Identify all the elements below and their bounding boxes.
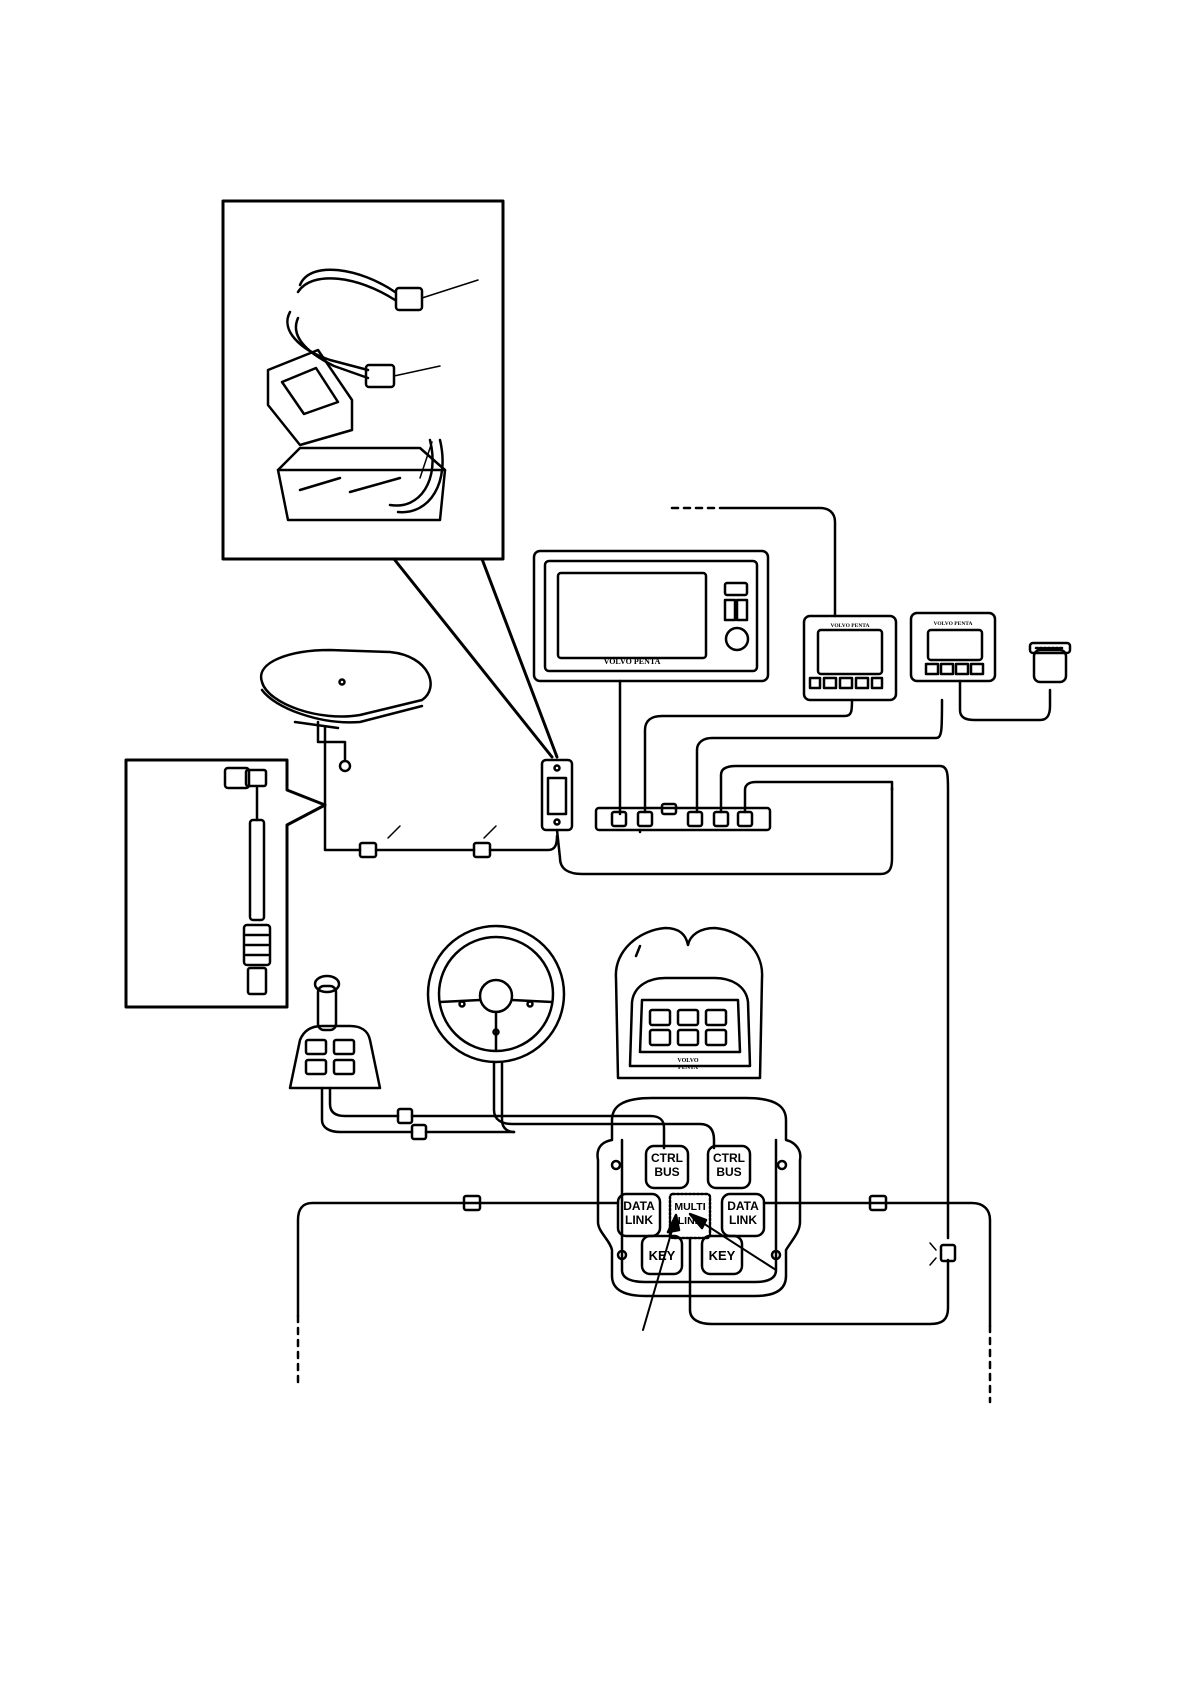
gauge-b-brand: VOLVO PENTA: [933, 621, 972, 627]
port-data-link-right-line1: DATA: [727, 1199, 759, 1213]
control-panel-brand-line2: PENTA: [678, 1065, 699, 1071]
port-key-left: KEY: [649, 1248, 676, 1263]
port-multi-link-line1: MULTI: [674, 1201, 705, 1213]
port-data-link-right-line2: LINK: [729, 1213, 757, 1227]
gauge-a-brand: VOLVO PENTA: [830, 623, 869, 629]
sensor: [1030, 643, 1070, 682]
splitter-box: [542, 760, 892, 874]
port-ctrl-bus-left-line2: BUS: [654, 1165, 679, 1179]
control-module: [298, 1098, 990, 1402]
port-ctrl-bus-right-line1: CTRL: [713, 1151, 745, 1165]
port-data-link-left-line2: LINK: [625, 1213, 653, 1227]
control-panel: [616, 928, 762, 1078]
port-key-right: KEY: [709, 1248, 736, 1263]
gps-antenna: [261, 650, 557, 857]
main-display: [534, 551, 768, 814]
port-data-link-left-line1: DATA: [623, 1199, 655, 1213]
joystick: [290, 976, 664, 1148]
gauge-b: [911, 613, 1050, 720]
port-multi-link-line2: LINK: [678, 1215, 703, 1227]
detail-inset-module: [223, 201, 557, 757]
detail-inset-adapter-cable: [126, 760, 325, 1007]
control-panel-brand-line1: VOLVO: [677, 1058, 699, 1064]
main-display-brand: VOLVO PENTA: [604, 657, 661, 666]
port-ctrl-bus-right-line2: BUS: [716, 1165, 741, 1179]
network-hub: [596, 700, 948, 1238]
port-ctrl-bus-left-line1: CTRL: [651, 1151, 683, 1165]
